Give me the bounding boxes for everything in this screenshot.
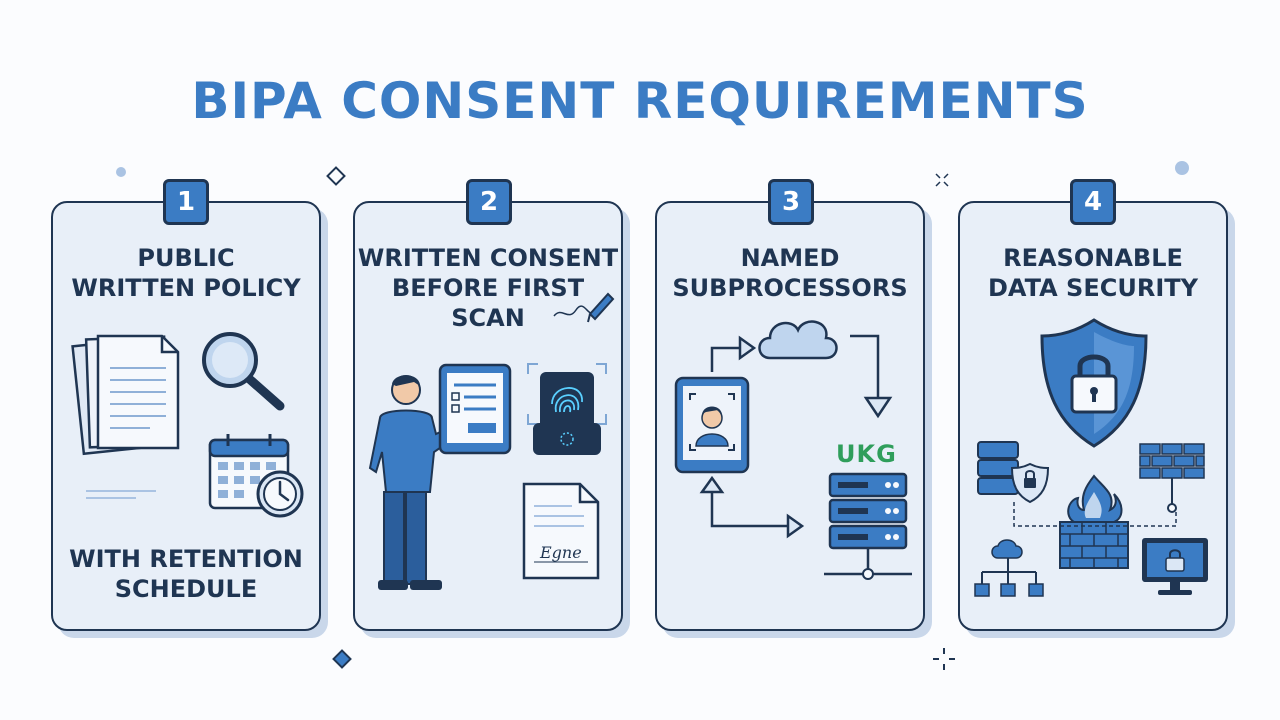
step-badge-4: 4: [1070, 179, 1116, 225]
clock-icon: [256, 470, 304, 518]
step-badge-2: 2: [466, 179, 512, 225]
flow-arrow-icon: [699, 334, 893, 539]
divider-lines: [86, 490, 156, 499]
step-badge-3: 3: [768, 179, 814, 225]
fingerprint-scanner-icon: [527, 363, 607, 455]
documents-icon: [71, 334, 180, 456]
step-badge-1: 1: [163, 179, 209, 225]
magnifier-icon: [202, 332, 285, 411]
monitor-lock-icon: [1142, 538, 1208, 595]
cloud-icon: [758, 320, 838, 360]
tablet-form-icon: [438, 363, 512, 455]
signature-text: Egne: [539, 543, 582, 562]
network-connector-lines: [1013, 502, 1177, 527]
shield-lock-icon: [1040, 318, 1148, 448]
tablet-face-icon: [674, 376, 750, 474]
page-title: BIPA CONSENT REQUIREMENTS: [191, 72, 1089, 130]
network-icon: [974, 539, 1044, 597]
server-icon: [824, 472, 912, 580]
calendar-icon: [208, 434, 304, 518]
pen-icon: [553, 292, 615, 323]
firewall-icon: [1059, 474, 1129, 569]
person-icon: [368, 375, 468, 590]
brick-wall-icon: [1139, 443, 1205, 513]
ukg-logo: UKG: [836, 440, 897, 468]
signed-document-icon: Egne: [522, 482, 600, 580]
database-lock-icon: [977, 441, 1050, 504]
